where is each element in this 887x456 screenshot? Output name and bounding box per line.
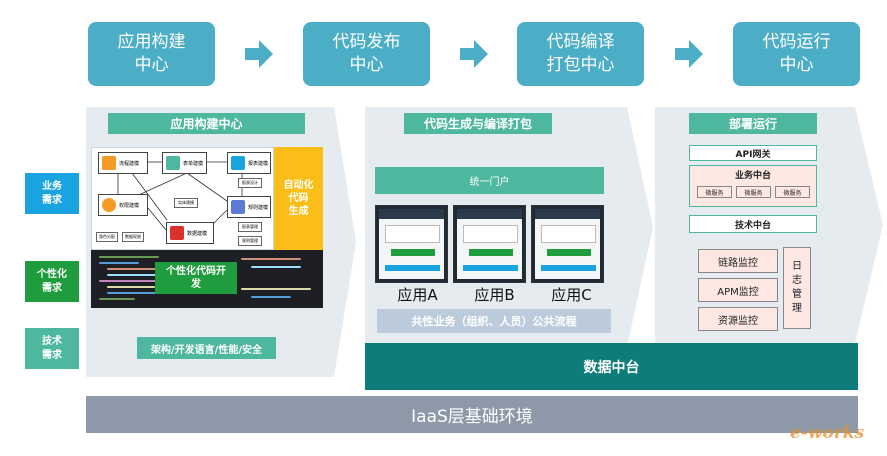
form-icon <box>166 156 180 170</box>
chart-icon <box>231 156 245 170</box>
iaas-layer: IaaS层基础环境 <box>86 396 858 433</box>
stage-code-release: 代码发布 中心 <box>303 22 430 86</box>
api-gateway: API网关 <box>689 145 817 161</box>
model-subnode: 报表管理 <box>238 222 262 232</box>
eworks-watermark-logo: e-works <box>790 423 865 443</box>
model-subnode: 角色分配 <box>96 232 118 242</box>
model-subnode: 报表设计 <box>238 178 262 188</box>
model-node-permission: 权限建模 <box>98 194 148 216</box>
stage-compile-package: 代码编译 打包中心 <box>517 22 644 86</box>
build-panel-title: 应用构建中心 <box>108 113 305 134</box>
rule-icon <box>231 200 245 214</box>
tech-platform: 技术中台 <box>689 215 817 233</box>
app-label-b: 应用B <box>474 286 515 304</box>
model-node-process: 流程建模 <box>98 152 148 174</box>
model-node-form: 表单建模 <box>162 152 207 174</box>
monitor-tracing: 链路监控 <box>698 249 778 273</box>
compile-panel-title: 代码生成与编译打包 <box>404 113 552 134</box>
model-subnode: 实体建模 <box>174 198 198 208</box>
monitor-resource: 资源监控 <box>698 307 778 331</box>
model-subnode: 规则管理 <box>238 236 262 246</box>
auto-code-generation: 自动化 代码 生成 <box>274 147 323 250</box>
unified-portal: 统一门户 <box>375 167 604 194</box>
side-label-business: 业务 需求 <box>25 173 79 214</box>
model-subnode: 数据权限 <box>122 232 144 242</box>
app-label-c: 应用C <box>551 286 592 304</box>
arrow-right-icon <box>245 40 273 68</box>
personalized-code-development: 个性化代码开 发 <box>155 262 237 294</box>
modeling-board: 流程建模 表单建模 报表建模 权限建模 数据建模 规则建模 报表设计 报表管理 … <box>91 147 274 250</box>
arrow-right-icon <box>460 40 488 68</box>
user-icon <box>102 198 116 212</box>
process-icon <box>102 156 116 170</box>
app-screenshot-b <box>453 205 526 283</box>
microservice-1: 微服务 <box>697 186 732 198</box>
microservice-3: 微服务 <box>775 186 810 198</box>
data-platform: 数据中台 <box>365 343 858 390</box>
stage-app-build: 应用构建 中心 <box>88 22 215 86</box>
side-label-personalized: 个性化 需求 <box>25 261 79 302</box>
side-label-technical: 技术 需求 <box>25 328 79 369</box>
model-node-data: 数据建模 <box>166 222 214 244</box>
common-business-process: 共性业务（组织、人员）公共流程 <box>377 309 611 333</box>
app-label-a: 应用A <box>397 286 438 304</box>
app-screenshot-c <box>531 205 604 283</box>
microservice-2: 微服务 <box>736 186 771 198</box>
model-node-report: 报表建模 <box>227 152 271 174</box>
architecture-label: 架构/开发语言/性能/安全 <box>137 337 276 359</box>
arrow-right-icon <box>675 40 703 68</box>
app-screenshot-a <box>375 205 448 283</box>
log-management: 日 志 管 理 <box>783 247 811 329</box>
stage-code-run: 代码运行 中心 <box>733 22 860 86</box>
database-icon <box>170 226 184 240</box>
monitor-apm: APM监控 <box>698 278 778 302</box>
deploy-panel-title: 部署运行 <box>689 113 817 134</box>
model-node-rule: 规则建模 <box>227 196 271 218</box>
